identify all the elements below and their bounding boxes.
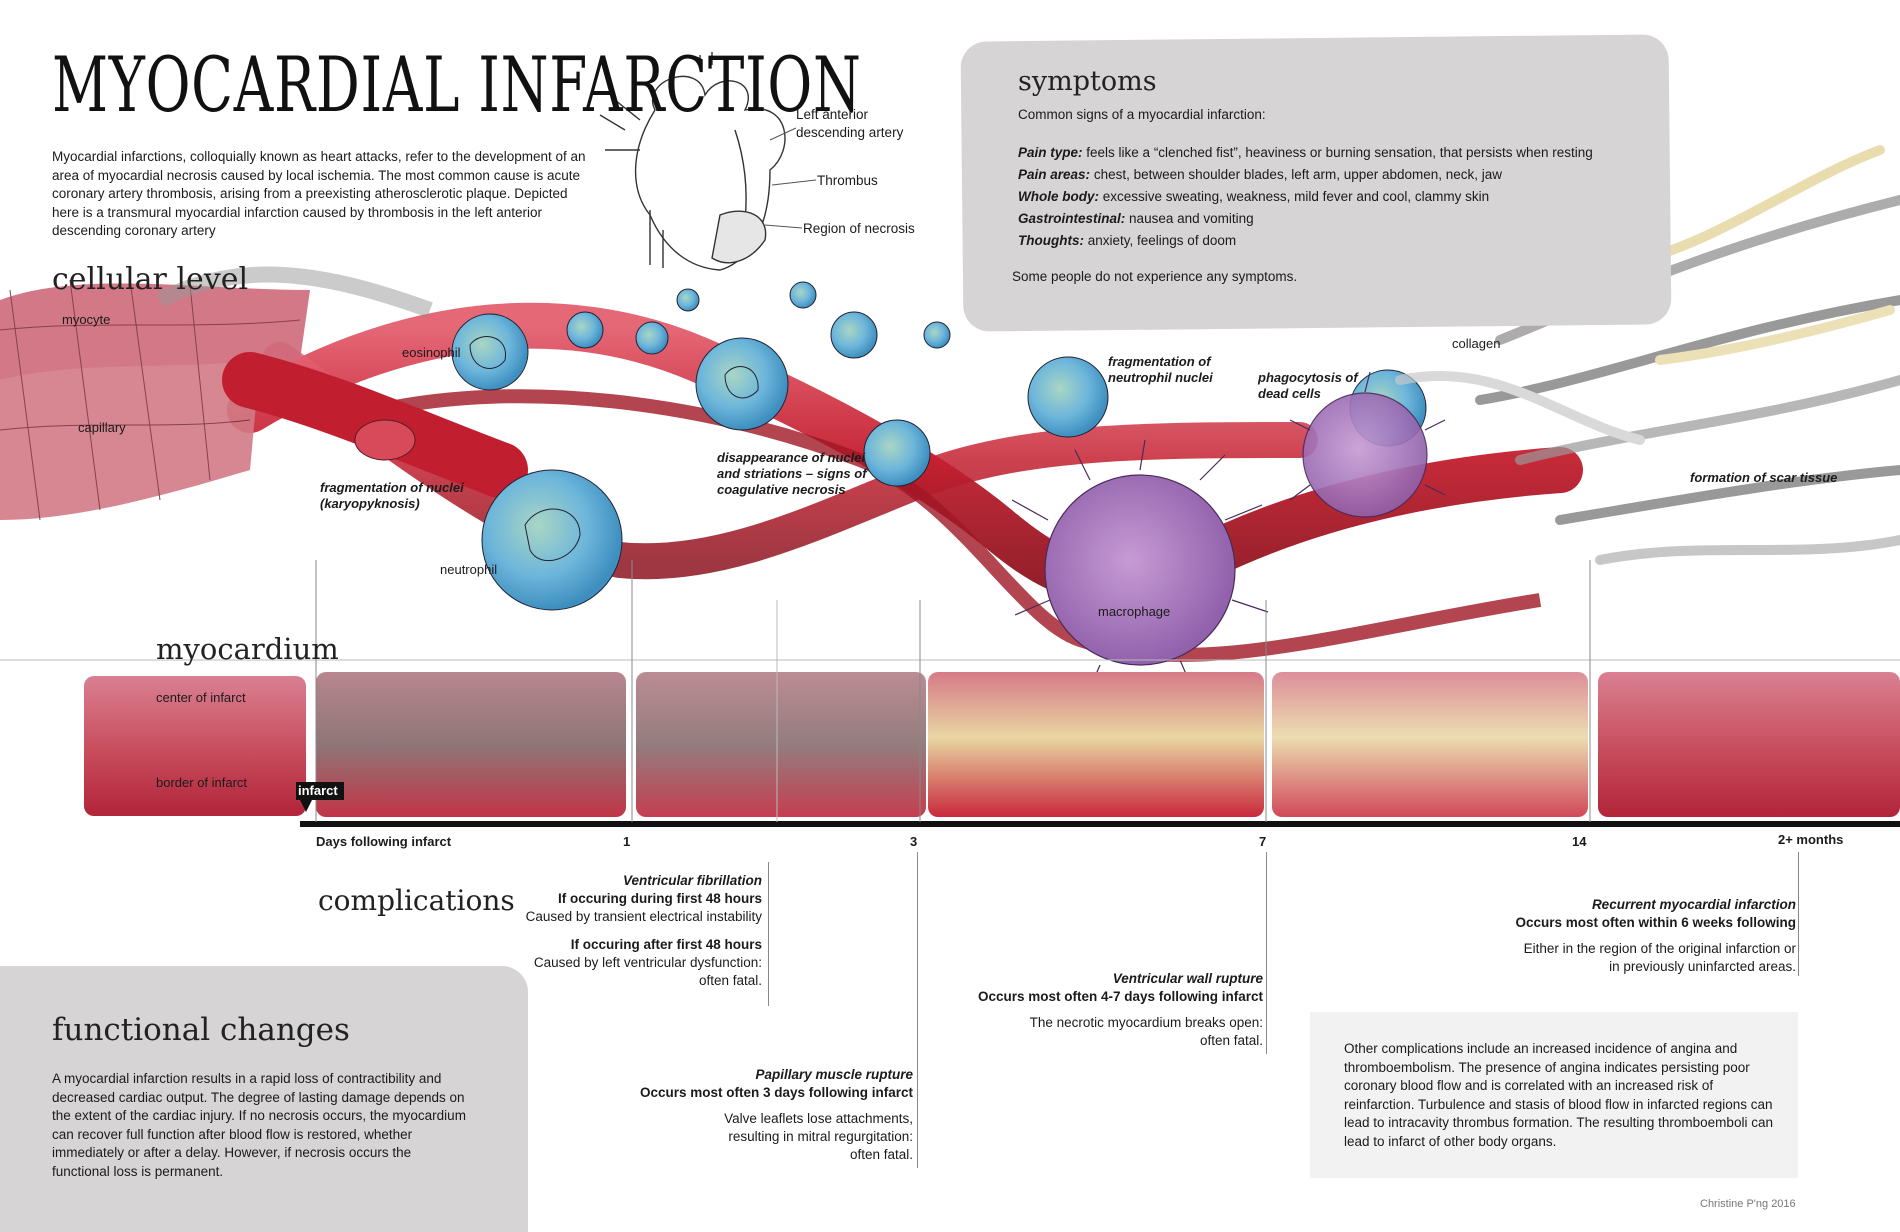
complication-wall-rupture: Ventricular wall rupture Occurs most oft… xyxy=(978,970,1263,1050)
symptom-item: Pain areas: chest, between shoulder blad… xyxy=(1018,166,1502,184)
complication-text: often fatal. xyxy=(849,1147,913,1162)
intro-paragraph: Myocardial infarctions, colloquially kno… xyxy=(52,149,586,238)
section-heading-complications: complications xyxy=(318,884,515,917)
timeline-tick: 7 xyxy=(1259,834,1267,849)
complication-head: If occuring after first 48 hours xyxy=(570,937,762,952)
symptom-value: chest, between shoulder blades, left arm… xyxy=(1093,167,1503,182)
label-capillary: capillary xyxy=(78,420,126,435)
label-myocyte: myocyte xyxy=(62,312,111,327)
functional-changes-title: functional changes xyxy=(52,1012,350,1048)
complication-text: Caused by left ventricular dysfunction: xyxy=(533,955,762,970)
complication-head: Occurs most often within 6 weeks followi… xyxy=(1515,915,1796,930)
symptom-value: anxiety, feelings of doom xyxy=(1087,233,1237,248)
label-border-of-infarct: border of infarct xyxy=(156,775,248,790)
symptom-item: Thoughts: anxiety, feelings of doom xyxy=(1018,232,1236,250)
symptom-item: Gastrointestinal: nausea and vomiting xyxy=(1018,210,1254,228)
complication-text: resulting in mitral regurgitation: xyxy=(728,1129,913,1144)
symptom-key: Whole body: xyxy=(1018,189,1099,204)
stage-coagulative-necrosis: disappearance of nuclei and striations –… xyxy=(717,450,867,497)
complication-papillary: Papillary muscle rupture Occurs most oft… xyxy=(640,1066,913,1164)
timeline-tick: 1 xyxy=(623,834,631,849)
timeline-tick: 3 xyxy=(910,834,918,849)
timeline-tick: 14 xyxy=(1572,834,1587,849)
label-center-of-infarct: center of infarct xyxy=(156,690,246,705)
stage-karyopyknosis: fragmentation of nuclei (karyopyknosis) xyxy=(320,480,464,511)
complication-head: Occurs most often 3 days following infar… xyxy=(639,1085,913,1100)
complication-vfib: Ventricular fibrillation If occuring dur… xyxy=(526,872,762,990)
timeline-tick: 2+ months xyxy=(1778,832,1844,847)
myocyte-icon xyxy=(0,266,433,521)
section-heading-myocardium: myocardium xyxy=(156,632,339,666)
heart-label-thrombus: Thrombus xyxy=(817,173,878,188)
complication-text: The necrotic myocardium breaks open: xyxy=(1029,1015,1263,1030)
complication-text: often fatal. xyxy=(1199,1033,1263,1048)
macrophage-icon xyxy=(1011,371,1446,701)
other-complications-panel xyxy=(1310,1012,1798,1178)
heart-label-artery: Left anterior descending artery xyxy=(796,107,904,140)
section-heading-cellular: cellular level xyxy=(52,262,249,297)
timeline-axis xyxy=(0,560,1900,827)
symptom-value: feels like a “clenched fist”, heaviness … xyxy=(1086,145,1593,160)
symptoms-note: Some people do not experience any sympto… xyxy=(1012,269,1298,284)
symptoms-intro: Common signs of a myocardial infarction: xyxy=(1018,107,1266,122)
heart-label-necrosis: Region of necrosis xyxy=(803,221,915,236)
symptom-key: Gastrointestinal: xyxy=(1018,211,1126,226)
complication-head: If occuring during first 48 hours xyxy=(557,891,762,906)
symptoms-title: symptoms xyxy=(1018,66,1157,97)
credit: Christine P'ng 2016 xyxy=(1700,1198,1796,1210)
complication-text: often fatal. xyxy=(698,973,762,988)
label-collagen: collagen xyxy=(1452,336,1501,351)
complication-title: Papillary muscle rupture xyxy=(755,1067,913,1082)
complication-title: Recurrent myocardial infarction xyxy=(1591,897,1796,912)
infarct-marker-label: infarct xyxy=(298,783,338,798)
connector-line xyxy=(917,852,918,1168)
functional-changes-panel xyxy=(0,966,528,1232)
symptom-key: Thoughts: xyxy=(1018,233,1084,248)
complication-text: Either in the region of the original inf… xyxy=(1523,941,1796,956)
complication-title: Ventricular fibrillation xyxy=(622,873,762,888)
heart-sketch-icon xyxy=(599,52,786,271)
myocardium-strip xyxy=(84,672,1900,817)
complication-text: in previously uninfarcted areas. xyxy=(1609,959,1796,974)
symptom-item: Pain type: feels like a “clenched fist”,… xyxy=(1018,144,1593,162)
symptom-value: excessive sweating, weakness, mild fever… xyxy=(1102,189,1490,204)
symptom-key: Pain areas: xyxy=(1018,167,1091,182)
connector-line xyxy=(1798,852,1799,976)
infarct-marker xyxy=(296,782,344,812)
complication-text: Valve leaflets lose attachments, xyxy=(724,1111,913,1126)
complication-text: Caused by transient electrical instabili… xyxy=(525,909,762,924)
stage-scar-formation: formation of scar tissue xyxy=(1690,470,1838,485)
connector-line xyxy=(1266,852,1267,1054)
timeline-axis-label: Days following infarct xyxy=(316,834,452,849)
label-eosinophil: eosinophil xyxy=(402,345,461,360)
connector-line xyxy=(768,862,769,1006)
capillary-icon xyxy=(222,352,528,498)
other-complications-text: Other complications include an increased… xyxy=(1344,1041,1773,1149)
functional-changes-text: A myocardial infarction results in a rap… xyxy=(52,1071,466,1179)
symptom-value: nausea and vomiting xyxy=(1129,211,1254,226)
complication-head: Occurs most often 4-7 days following inf… xyxy=(977,989,1263,1004)
stage-phagocytosis: phagocytosis of dead cells xyxy=(1258,370,1358,401)
symptom-key: Pain type: xyxy=(1018,145,1083,160)
label-macrophage: macrophage xyxy=(1098,604,1171,619)
page-title: MYOCARDIAL INFARCTION xyxy=(52,40,862,129)
symptom-item: Whole body: excessive sweating, weakness… xyxy=(1018,188,1489,206)
label-neutrophil: neutrophil xyxy=(440,562,498,577)
stage-neutrophil-fragmentation: fragmentation of neutrophil nuclei xyxy=(1108,354,1213,385)
complication-recurrent: Recurrent myocardial infarction Occurs m… xyxy=(1515,896,1796,976)
complication-title: Ventricular wall rupture xyxy=(1112,971,1263,986)
